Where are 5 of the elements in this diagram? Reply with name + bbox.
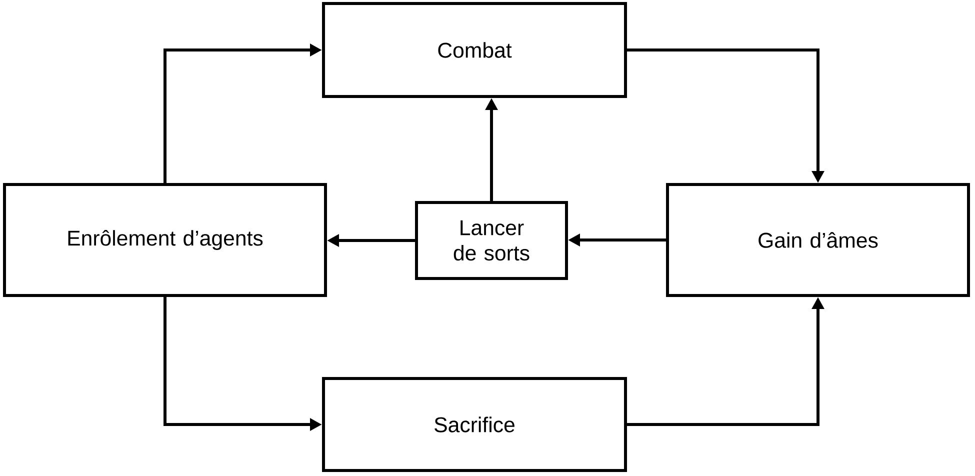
process-box: Gain d’âmes	[666, 183, 970, 297]
process-box: Sacrifice	[322, 377, 627, 472]
process-box: Combat	[322, 2, 627, 98]
process-box: Lancer de sorts	[415, 201, 568, 280]
process-box: Enrôlement d’agents	[3, 183, 327, 297]
